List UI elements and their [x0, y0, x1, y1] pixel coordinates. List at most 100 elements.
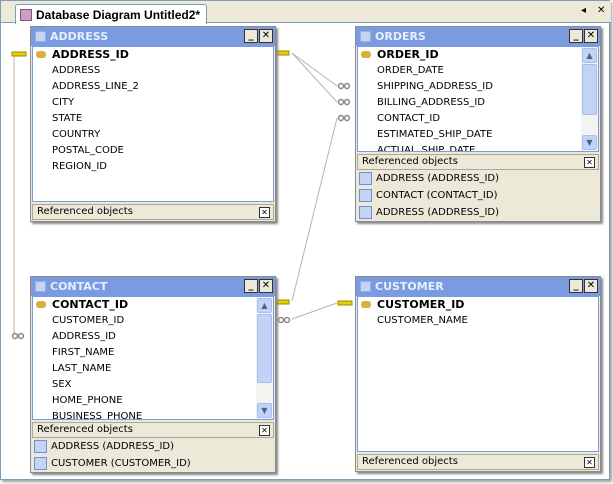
- column-row[interactable]: HOME_PHONE: [33, 393, 273, 409]
- column-row[interactable]: ORDER_ID: [358, 47, 598, 63]
- close-referenced-objects-button[interactable]: ✕: [259, 425, 270, 436]
- table-header[interactable]: CUSTOMER_✕: [356, 277, 600, 296]
- column-row[interactable]: CUSTOMER_NAME: [358, 313, 598, 329]
- column-name: BUSINESS_PHONE: [52, 411, 143, 420]
- relationship-lines: [11, 50, 353, 340]
- table-header[interactable]: ORDERS_✕: [356, 27, 600, 46]
- referenced-objects-header[interactable]: Referenced objects✕: [357, 454, 599, 470]
- referenced-object-item[interactable]: ADDRESS (ADDRESS_ID): [31, 438, 275, 455]
- column-row[interactable]: CONTACT_ID: [33, 297, 273, 313]
- column-row[interactable]: SEX: [33, 377, 273, 393]
- table-name: ADDRESS: [50, 30, 109, 43]
- tab-menu-button[interactable]: ◂: [581, 5, 587, 16]
- tab-bar: Database Diagram Untitled2* ◂ ✕: [1, 1, 611, 24]
- diagram-icon: [20, 9, 32, 21]
- primary-key-icon: [361, 301, 371, 308]
- close-button[interactable]: ✕: [584, 29, 598, 43]
- column-row[interactable]: ADDRESS_ID: [33, 47, 273, 63]
- table-icon: [359, 189, 372, 202]
- column-row[interactable]: ORDER_DATE: [358, 63, 598, 79]
- link-icon: [11, 332, 25, 340]
- scroll-down-button[interactable]: ▼: [582, 135, 597, 150]
- column-row[interactable]: CITY: [33, 95, 273, 111]
- tab-title: Database Diagram Untitled2*: [36, 8, 201, 22]
- column-row[interactable]: REGION_ID: [33, 159, 273, 175]
- close-editor-button[interactable]: ✕: [597, 5, 606, 16]
- link-icon: [277, 316, 291, 324]
- link-icon: [337, 98, 351, 106]
- tab-database-diagram[interactable]: Database Diagram Untitled2*: [15, 4, 208, 24]
- column-row[interactable]: STATE: [33, 111, 273, 127]
- vertical-scrollbar[interactable]: ▲▼: [581, 47, 598, 151]
- column-row[interactable]: ACTUAL_SHIP_DATE: [358, 143, 598, 152]
- relation-address-orders-shipping: [291, 52, 338, 87]
- column-row[interactable]: ADDRESS_ID: [33, 329, 273, 345]
- column-row[interactable]: CUSTOMER_ID: [33, 313, 273, 329]
- minimize-button[interactable]: _: [244, 29, 258, 43]
- table-icon: [359, 206, 372, 219]
- close-button[interactable]: ✕: [259, 279, 273, 293]
- column-row[interactable]: ADDRESS_LINE_2: [33, 79, 273, 95]
- table-icon: [359, 172, 372, 185]
- table-name: CONTACT: [50, 280, 108, 293]
- referenced-objects-header[interactable]: Referenced objects ✕: [32, 422, 274, 438]
- link-icon: [337, 114, 351, 122]
- referenced-object-item[interactable]: ADDRESS (ADDRESS_ID): [356, 170, 600, 187]
- close-referenced-objects-button[interactable]: ✕: [584, 157, 595, 168]
- vertical-scrollbar[interactable]: ▲▼: [256, 297, 273, 419]
- table-header[interactable]: CONTACT _✕: [31, 277, 275, 296]
- referenced-objects-label: Referenced objects: [37, 424, 133, 435]
- table-header[interactable]: ADDRESS _✕: [31, 27, 275, 46]
- column-name: ADDRESS_ID: [52, 48, 129, 61]
- referenced-object-item[interactable]: CONTACT (CONTACT_ID): [356, 187, 600, 204]
- referenced-object-item[interactable]: ADDRESS (ADDRESS_ID): [356, 204, 600, 221]
- column-row[interactable]: CONTACT_ID: [358, 111, 598, 127]
- column-name: CONTACT_ID: [52, 298, 129, 311]
- primary-key-icon: [36, 301, 46, 308]
- scroll-down-button[interactable]: ▼: [257, 403, 272, 418]
- close-referenced-objects-button[interactable]: ✕: [259, 207, 270, 218]
- column-row[interactable]: COUNTRY: [33, 127, 273, 143]
- column-row[interactable]: ADDRESS: [33, 63, 273, 79]
- column-row[interactable]: CUSTOMER_ID: [358, 297, 598, 313]
- column-row[interactable]: FIRST_NAME: [33, 345, 273, 361]
- scroll-up-button[interactable]: ▲: [257, 298, 272, 313]
- column-row[interactable]: BILLING_ADDRESS_ID: [358, 95, 598, 111]
- referenced-object-name: CONTACT (CONTACT_ID): [376, 190, 498, 201]
- column-name: ACTUAL_SHIP_DATE: [377, 145, 476, 152]
- close-button[interactable]: ✕: [584, 279, 598, 293]
- scroll-up-button[interactable]: ▲: [582, 48, 597, 63]
- column-row[interactable]: LAST_NAME: [33, 361, 273, 377]
- referenced-object-name: CUSTOMER (CUSTOMER_ID): [51, 458, 191, 469]
- column-name: CUSTOMER_ID: [52, 315, 125, 326]
- column-name: HOME_PHONE: [52, 395, 123, 406]
- scroll-thumb[interactable]: [257, 314, 272, 383]
- column-row[interactable]: POSTAL_CODE: [33, 143, 273, 159]
- minimize-button[interactable]: _: [569, 29, 583, 43]
- close-button[interactable]: ✕: [259, 29, 273, 43]
- referenced-objects-header[interactable]: Referenced objects✕: [32, 204, 274, 220]
- scroll-thumb[interactable]: [582, 64, 597, 115]
- key-icon: [274, 50, 290, 56]
- referenced-objects-label: Referenced objects: [362, 156, 458, 167]
- referenced-object-item[interactable]: CUSTOMER (CUSTOMER_ID): [31, 455, 275, 472]
- column-name: ADDRESS: [52, 65, 101, 76]
- column-row[interactable]: SHIPPING_ADDRESS_ID: [358, 79, 598, 95]
- primary-key-icon: [361, 51, 371, 58]
- column-row[interactable]: ESTIMATED_SHIP_DATE: [358, 127, 598, 143]
- column-row[interactable]: BUSINESS_PHONE: [33, 409, 273, 420]
- minimize-button[interactable]: _: [569, 279, 583, 293]
- minimize-button[interactable]: _: [244, 279, 258, 293]
- close-referenced-objects-button[interactable]: ✕: [584, 457, 595, 468]
- column-name: CONTACT_ID: [377, 113, 441, 124]
- referenced-objects-header[interactable]: Referenced objects ✕: [357, 154, 599, 170]
